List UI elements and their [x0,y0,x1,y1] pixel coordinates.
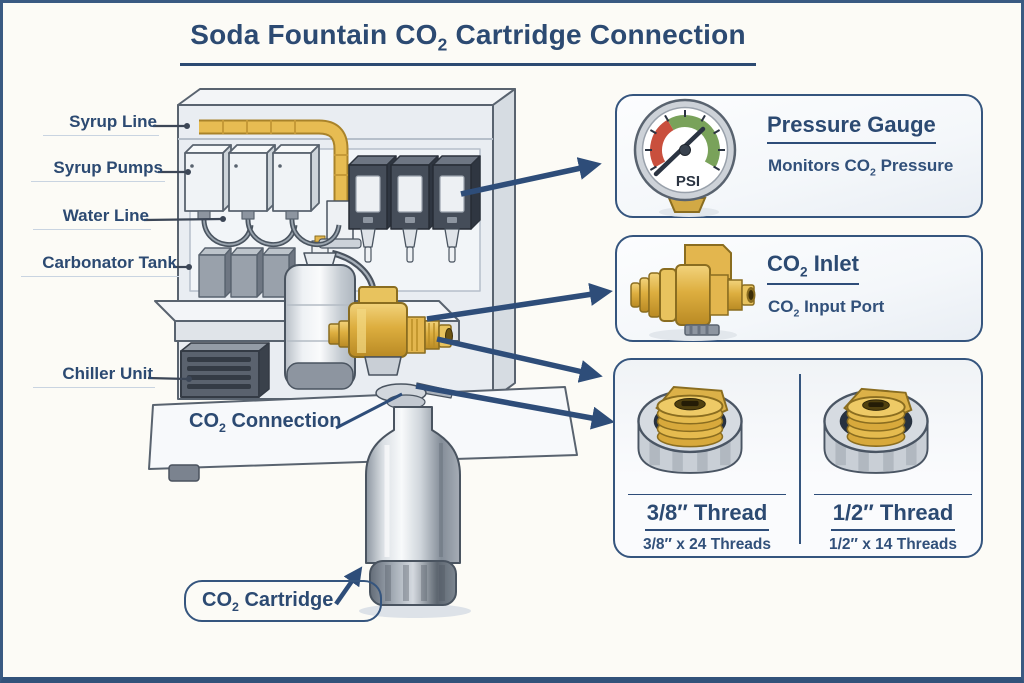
co2-connection-pointer [335,392,403,430]
label-carbonator-tank: Carbonator Tank [21,253,179,277]
thread-1-2-section: 1/2″ Thread 1/2″ x 14 Threads [803,360,983,556]
chiller-unit-pointer [147,376,192,382]
arrow-to-thread-lower [415,383,615,430]
thread-fitting-3-8-icon [637,386,743,474]
page-title: Soda Fountain CO2 Cartridge Connection [123,19,813,66]
label-pointers [143,123,403,430]
dispensing-valves [348,155,481,263]
arrow-to-thread-upper [436,336,603,383]
co2-inlet-desc: CO2 Input Port [768,297,885,320]
diagram-canvas [143,88,615,618]
thread-specs-callout: 3/8″ Thread 3/8″ x 24 Threads 1/2″ Threa… [613,358,983,558]
label-syrup-line: Syrup Line [43,112,159,136]
chiller-unit [180,342,270,398]
label-chiller-unit: Chiller Unit [33,364,155,388]
syrup-line-pointer [153,123,190,129]
thread-3-8-section: 3/8″ Thread 3/8″ x 24 Threads [617,360,797,556]
thread-fitting-1-2-icon [823,387,929,474]
syrup-pumps-pointer [158,169,191,175]
thread-1-2-spec: 1/2″ x 14 Threads [828,536,958,553]
pressure-gauge-icon: PSI [633,98,737,217]
arrow-to-co2-inlet [426,282,613,322]
label-co2-cartridge: CO2 Cartridge [184,580,382,622]
thread-3-8-title: 3/8″ Thread [644,500,770,531]
pressure-gauge-desc: Monitors CO2 Pressure [768,156,954,179]
label-water-line: Water Line [33,206,151,230]
thread-3-8-rule [627,494,787,495]
co2-inlet-callout: CO2 Inlet CO2 Input Port [615,235,983,342]
co2-inlet-title: CO2 Inlet [767,251,859,286]
water-line-pointer [143,216,226,222]
thread-3-8-spec: 3/8″ x 24 Threads [642,536,772,553]
pressure-gauge-callout: PSI Pressure Gauge Monitors CO2 Pressure [615,94,983,218]
label-syrup-pumps: Syrup Pumps [31,158,165,182]
label-co2-connection: CO2 Connection [189,410,342,435]
soda-machine-illustration [148,88,578,618]
arrow-to-pressure-gauge [460,157,602,197]
thread-divider [799,374,801,544]
arrow-to-cartridge [334,566,363,606]
thread-1-2-title: 1/2″ Thread [830,500,956,531]
syrup-pumps [184,144,342,248]
co2-cartridge-bottle [359,406,471,618]
gauge-dial-label: PSI [676,173,700,190]
carbonator-tank-units [198,247,296,298]
carbonator-tank-pointer [173,264,192,270]
co2-inlet-fitting-icon [630,244,756,341]
callout-arrows [334,157,615,606]
thread-1-2-rule [813,494,973,495]
pressure-gauge-title: Pressure Gauge [767,112,936,144]
